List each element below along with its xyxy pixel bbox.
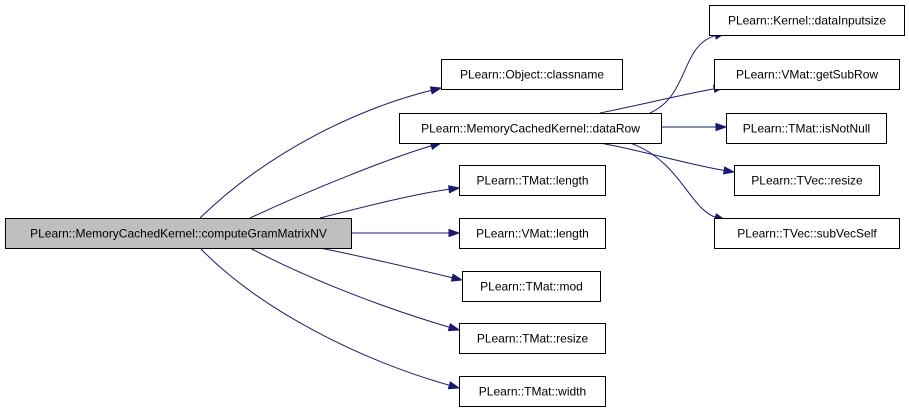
edge-root-to-vmat_length (351, 228, 461, 238)
node-box[interactable] (459, 165, 606, 196)
arrowhead (715, 122, 728, 132)
arrowhead (448, 228, 461, 238)
node-box[interactable] (459, 376, 606, 407)
node-label: PLearn::MemoryCachedKernel::computeGramM… (30, 227, 327, 241)
node-box[interactable] (399, 113, 662, 144)
edge-line (249, 247, 451, 328)
edge-dataRow-to-subVecSelf (629, 142, 727, 222)
node-label: PLearn::TMat::isNotNull (743, 122, 870, 136)
edge-line (599, 142, 726, 172)
node-label: PLearn::TMat::mod (480, 280, 583, 294)
node-tmat_width[interactable]: PLearn::TMat::width (459, 376, 606, 407)
arrowhead (722, 166, 736, 175)
node-isNotNull[interactable]: PLearn::TMat::isNotNull (726, 113, 887, 144)
node-label: PLearn::VMat::getSubRow (736, 68, 878, 82)
node-label: PLearn::TMat::width (479, 385, 586, 399)
node-label: PLearn::TVec::resize (751, 174, 863, 188)
edge-line (249, 145, 433, 219)
arrowhead (447, 323, 461, 332)
edge-line (319, 247, 454, 279)
node-box[interactable] (734, 165, 880, 196)
node-box[interactable] (459, 323, 606, 354)
arrowhead (429, 86, 443, 95)
node-box[interactable] (462, 271, 601, 302)
node-label: PLearn::TVec::subVecSelf (737, 227, 877, 241)
node-box[interactable] (5, 218, 352, 249)
node-classname[interactable]: PLearn::Object::classname (441, 59, 623, 90)
node-label: PLearn::TMat::length (476, 174, 588, 188)
node-tmat_mod[interactable]: PLearn::TMat::mod (462, 271, 601, 302)
node-subVecSelf[interactable]: PLearn::TVec::subVecSelf (714, 218, 900, 249)
node-box[interactable] (726, 113, 887, 144)
edge-line (319, 188, 451, 219)
node-box[interactable] (714, 59, 900, 90)
edge-root-to-classname (199, 86, 443, 219)
edge-line (199, 247, 451, 387)
nodes-layer: PLearn::MemoryCachedKernel::computeGramM… (5, 5, 905, 407)
node-box[interactable] (714, 218, 900, 249)
edge-root-to-tmat_resize (249, 247, 461, 332)
node-label: PLearn::MemoryCachedKernel::dataRow (421, 122, 640, 136)
node-tmat_length[interactable]: PLearn::TMat::length (459, 165, 606, 196)
node-label: PLearn::VMat::length (476, 227, 589, 241)
arrowhead (448, 185, 461, 194)
node-box[interactable] (441, 59, 623, 90)
node-vmat_length[interactable]: PLearn::VMat::length (459, 218, 606, 249)
node-tmat_resize[interactable]: PLearn::TMat::resize (459, 323, 606, 354)
arrowhead (450, 273, 464, 282)
edge-line (629, 142, 717, 219)
edge-dataRow-to-isNotNull (661, 122, 728, 132)
node-getSubRow[interactable]: PLearn::VMat::getSubRow (714, 59, 900, 90)
edge-dataRow-to-tvec_resize (599, 142, 736, 175)
arrowhead (447, 381, 461, 390)
edge-root-to-dataRow (249, 141, 443, 219)
node-tvec_resize[interactable]: PLearn::TVec::resize (734, 165, 880, 196)
node-root[interactable]: PLearn::MemoryCachedKernel::computeGramM… (5, 218, 352, 249)
edge-line (199, 89, 433, 219)
edge-root-to-tmat_width (199, 247, 461, 390)
edge-root-to-tmat_mod (319, 247, 464, 282)
edge-line (599, 88, 716, 114)
edge-root-to-tmat_length (319, 185, 461, 219)
node-label: PLearn::TMat::resize (477, 332, 589, 346)
node-box[interactable] (459, 218, 606, 249)
node-label: PLearn::Object::classname (460, 68, 604, 82)
node-dataRow[interactable]: PLearn::MemoryCachedKernel::dataRow (399, 113, 662, 144)
node-dataInputsize[interactable]: PLearn::Kernel::dataInputsize (709, 5, 905, 36)
edge-line (649, 34, 717, 114)
edge-dataRow-to-dataInputsize (649, 31, 727, 114)
node-box[interactable] (709, 5, 905, 36)
node-label: PLearn::Kernel::dataInputsize (728, 14, 886, 28)
